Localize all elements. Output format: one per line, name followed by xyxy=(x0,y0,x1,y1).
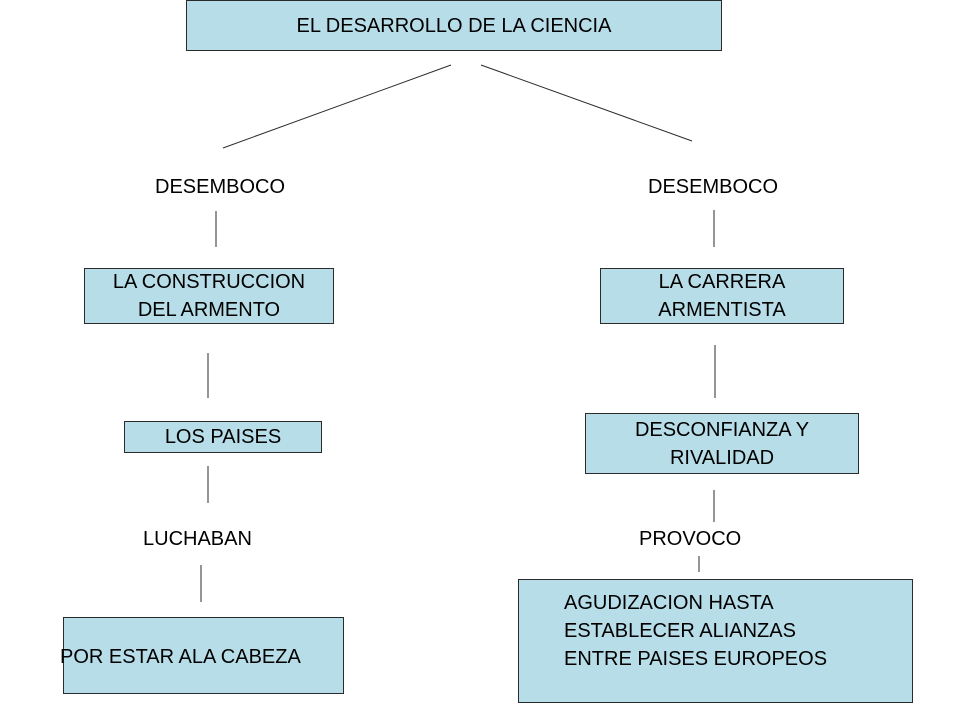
left-box1-line2: DEL ARMENTO xyxy=(137,299,281,321)
right-box2-line2: RIVALIDAD xyxy=(669,446,775,469)
left-box2-text: LOS PAISES xyxy=(164,426,282,448)
right-box3-line1: AGUDIZACION HASTA xyxy=(564,592,774,614)
left-box1-line1: LA CONSTRUCCION xyxy=(112,271,306,293)
right-box-desconfianza: DESCONFIANZA Y RIVALIDAD xyxy=(585,413,859,474)
title-text: EL DESARROLLO DE LA CIENCIA xyxy=(296,14,612,37)
left-verb2-label: LUCHABAN xyxy=(143,528,252,550)
right-box-carrera: LA CARRERA ARMENTISTA xyxy=(600,268,844,324)
right-verb2-label: PROVOCO xyxy=(639,528,742,550)
left-box-construccion: LA CONSTRUCCION DEL ARMENTO xyxy=(84,268,334,324)
left-box-cabeza xyxy=(63,617,344,694)
connector-title-left xyxy=(222,64,452,149)
right-box-agudizacion: AGUDIZACION HASTA ESTABLECER ALIANZAS EN… xyxy=(518,579,913,703)
left-box-paises: LOS PAISES xyxy=(124,421,322,453)
connector-title-right xyxy=(480,64,693,142)
right-box2-line1: DESCONFIANZA Y xyxy=(634,418,810,441)
left-verb-label: DESEMBOCO xyxy=(155,176,286,198)
right-box3-line2: ESTABLECER ALIANZAS xyxy=(564,620,796,642)
right-box1-line2: ARMENTISTA xyxy=(658,299,786,321)
left-box3-text: POR ESTAR ALA CABEZA xyxy=(60,646,301,668)
right-box3-line3: ENTRE PAISES EUROPEOS xyxy=(564,648,828,670)
right-verb-label: DESEMBOCO xyxy=(648,176,779,198)
right-box1-line1: LA CARRERA xyxy=(658,271,786,293)
title-box: EL DESARROLLO DE LA CIENCIA xyxy=(186,0,722,51)
